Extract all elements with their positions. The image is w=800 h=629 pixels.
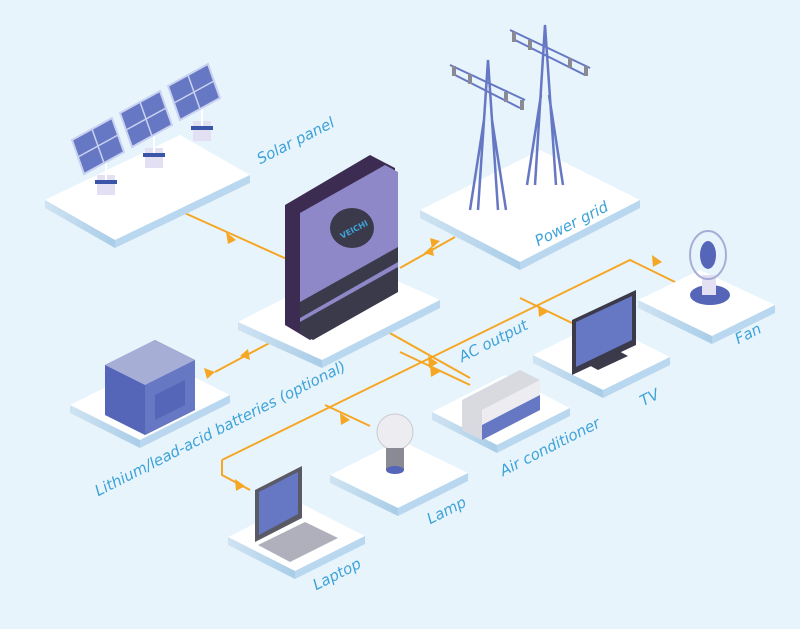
arrow-icon	[430, 365, 440, 377]
wire-bus-tv	[519, 297, 573, 324]
solar-panel-icon	[70, 62, 222, 195]
arrow-icon	[340, 413, 350, 425]
arrow-icon	[424, 246, 434, 256]
fan-icon	[689, 230, 730, 305]
wire-arrows	[204, 232, 662, 491]
lamp-icon	[376, 413, 414, 474]
inverter-icon: VEICHI	[285, 155, 398, 340]
arrow-icon	[428, 356, 438, 368]
arrow-icon	[226, 232, 236, 244]
platform-grid	[420, 150, 640, 270]
battery-icon	[105, 340, 195, 435]
arrow-icon	[204, 368, 215, 379]
arrow-icon	[235, 479, 245, 491]
wire-bus-lamp	[324, 404, 371, 427]
platform-lamp	[330, 440, 468, 516]
tv-icon	[572, 290, 636, 375]
power-tower-icon	[449, 24, 591, 211]
arrow-icon	[538, 305, 548, 317]
air-conditioner-icon	[462, 370, 540, 440]
arrow-icon	[430, 238, 440, 248]
arrow-icon	[652, 255, 662, 267]
platform-solar	[45, 135, 250, 248]
laptop-icon	[255, 466, 338, 562]
wire-solar-inverter	[177, 209, 301, 266]
arrow-icon	[240, 349, 250, 360]
